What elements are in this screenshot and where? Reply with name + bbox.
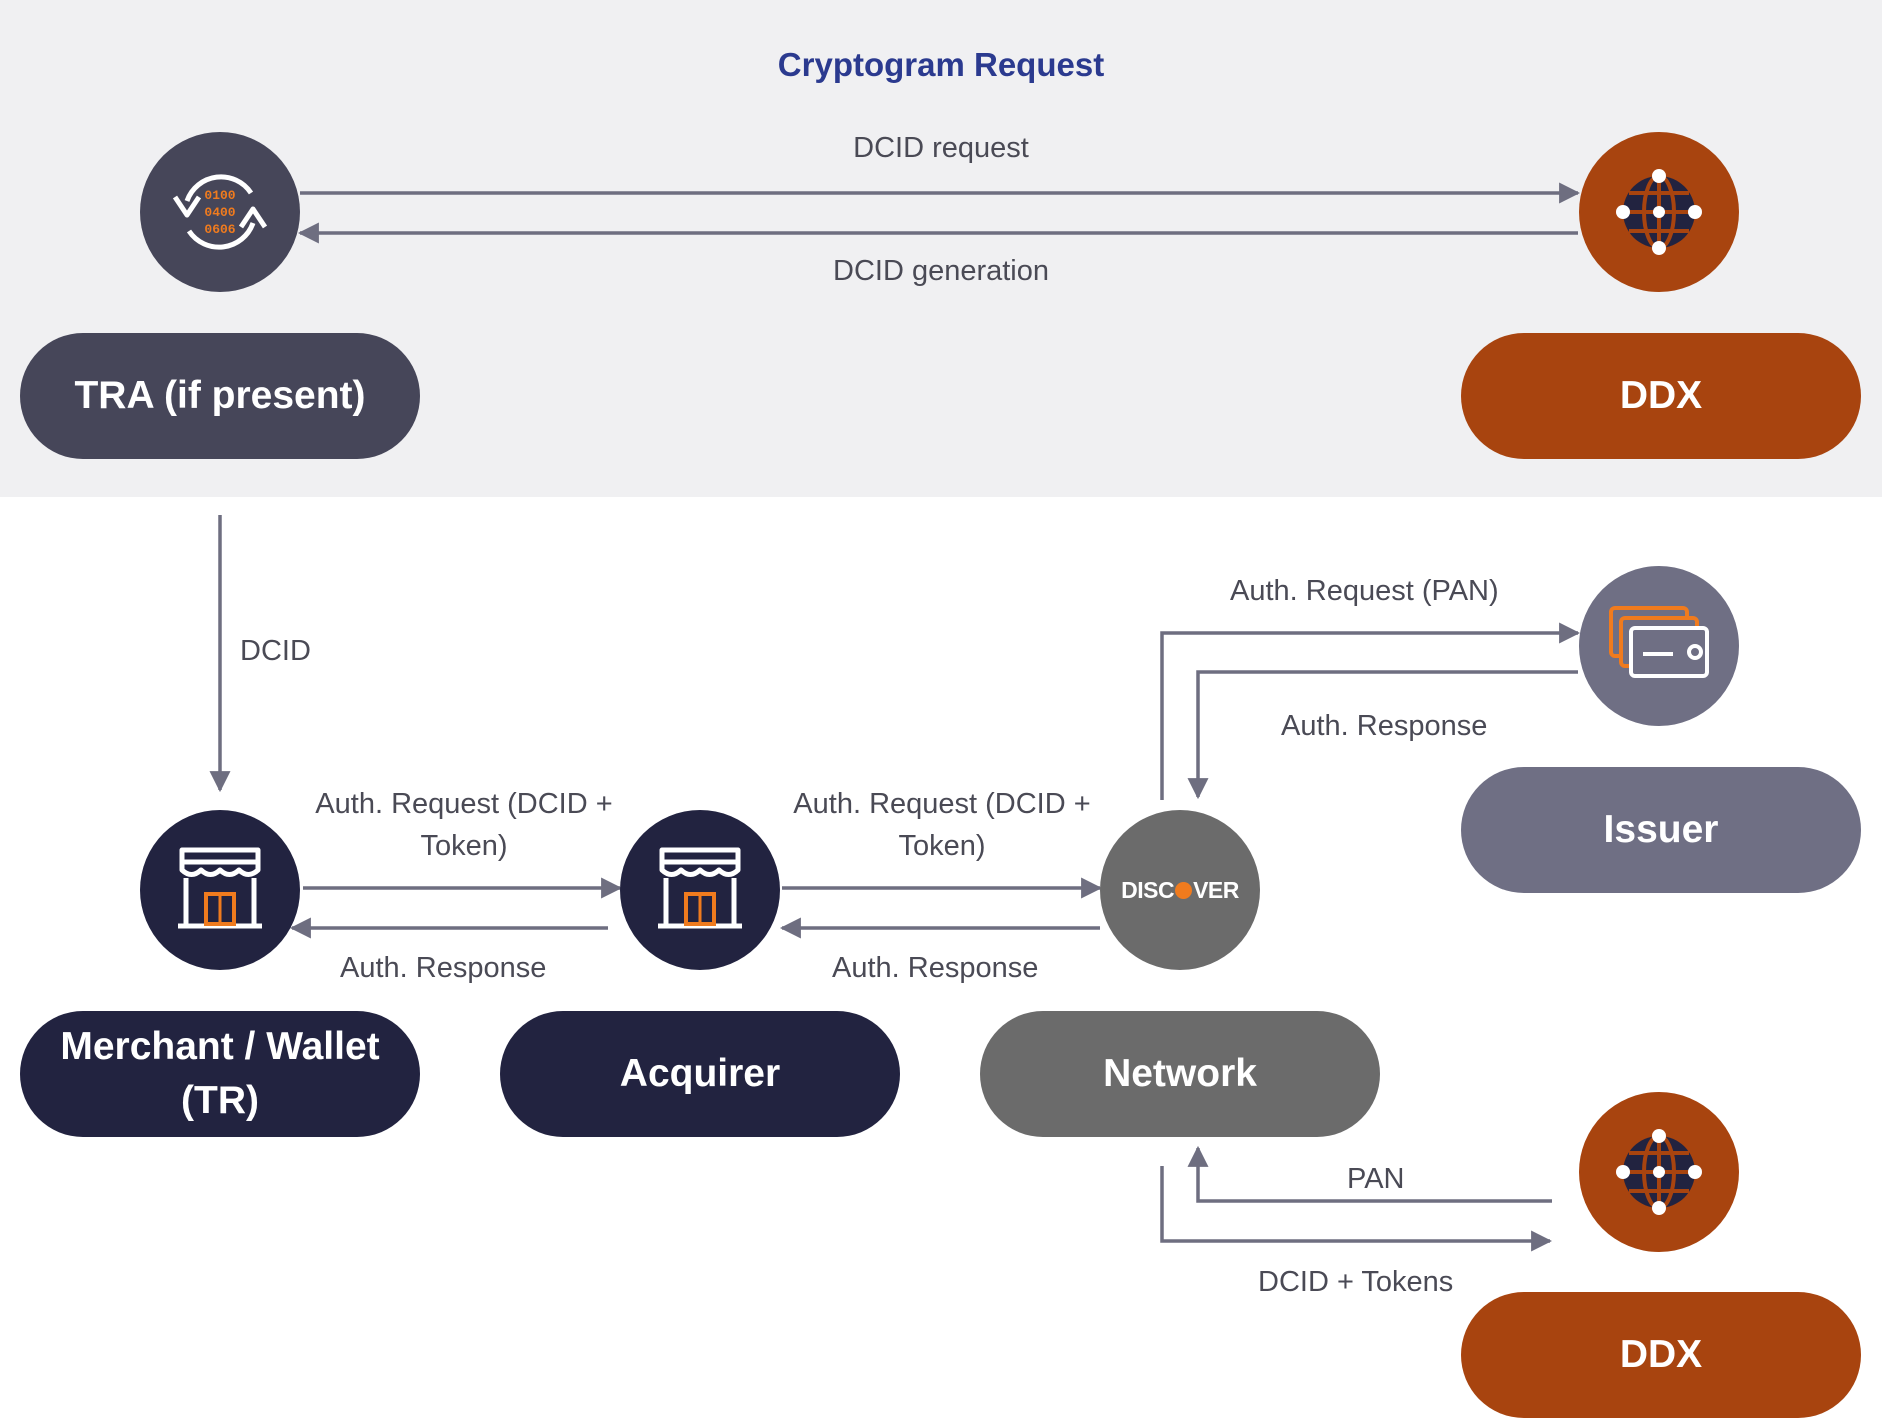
- arrow-network-to-ddx: [1160, 1166, 1553, 1252]
- auth-request-merchant-label: Auth. Request (DCID + Token): [315, 788, 613, 862]
- network-node-circle: DISC VER: [1100, 810, 1260, 970]
- discover-logo: DISC VER: [1121, 877, 1239, 904]
- discover-logo-dot: [1175, 881, 1193, 899]
- discover-logo-text-start: DISC: [1121, 876, 1175, 903]
- storefront-icon: [178, 847, 262, 929]
- arrow-issuer-to-network: [1187, 670, 1578, 800]
- ddx-top-node-circle: [1579, 132, 1739, 292]
- diagram-title: Cryptogram Request: [777, 46, 1105, 83]
- storefront-icon: [658, 847, 742, 929]
- merchant-node-circle: [140, 810, 300, 970]
- globe-network-icon: [1616, 1129, 1702, 1215]
- acquirer-node-circle: [620, 810, 780, 970]
- pan-label: PAN: [1347, 1163, 1405, 1195]
- dcid-generation-label: DCID generation: [833, 255, 1049, 287]
- tra-node-circle: 0100 0400 0606: [140, 132, 300, 292]
- ddx-bottom-pill: DDX: [1461, 1292, 1861, 1418]
- globe-network-icon: [1616, 169, 1702, 255]
- binary-line-1: 0100: [204, 188, 235, 203]
- cards-icon: [1609, 606, 1709, 678]
- auth-request-acquirer-label: Auth. Request (DCID + Token): [793, 788, 1091, 862]
- dcid-tokens-label: DCID + Tokens: [1258, 1266, 1454, 1298]
- ddx-bottom-node-circle: [1579, 1092, 1739, 1252]
- arrow-ddx-to-network: [1187, 1145, 1552, 1203]
- network-pill: Network: [980, 1011, 1380, 1137]
- issuer-node-circle: [1579, 566, 1739, 726]
- auth-response-issuer-label: Auth. Response: [1281, 710, 1488, 742]
- arrow-network-to-issuer: [1160, 622, 1581, 800]
- binary-line-2: 0400: [204, 205, 235, 220]
- binary-line-3: 0606: [204, 222, 235, 237]
- auth-response-merchant-label: Auth. Response: [340, 952, 547, 984]
- issuer-pill: Issuer: [1461, 767, 1861, 893]
- dcid-request-label: DCID request: [853, 132, 1029, 164]
- auth-response-acquirer-label: Auth. Response: [832, 952, 1039, 984]
- tra-pill: TRA (if present): [20, 333, 420, 459]
- dcid-label: DCID: [240, 635, 311, 667]
- merchant-pill: Merchant / Wallet (TR): [20, 1011, 420, 1137]
- binary-sync-icon: 0100 0400 0606: [172, 174, 268, 250]
- discover-logo-text-end: VER: [1193, 876, 1239, 903]
- ddx-top-pill: DDX: [1461, 333, 1861, 459]
- auth-request-pan-label: Auth. Request (PAN): [1230, 575, 1499, 607]
- acquirer-pill: Acquirer: [500, 1011, 900, 1137]
